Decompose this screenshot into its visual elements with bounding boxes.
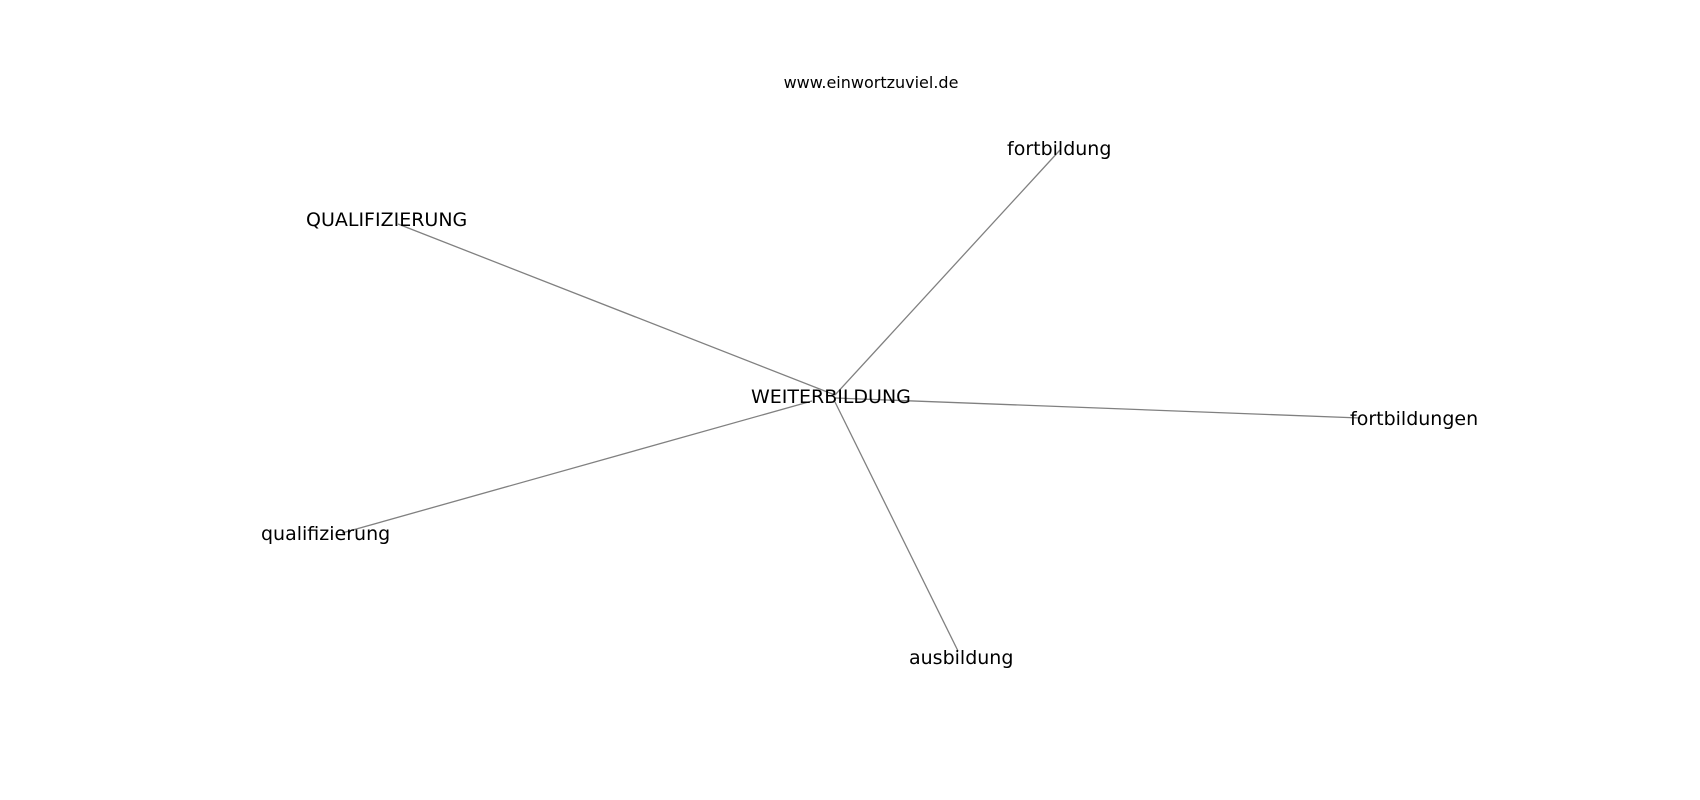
word-node-ausbildung: ausbildung bbox=[909, 647, 1013, 669]
source-watermark: www.einwortzuviel.de bbox=[784, 73, 959, 92]
word-nodes: WEITERBILDUNG fortbildung QUALIFIZIERUNG… bbox=[261, 138, 1478, 669]
center-word-node: WEITERBILDUNG bbox=[751, 386, 911, 408]
edges bbox=[341, 149, 1361, 652]
word-node-qualifizierung-lower: qualifizierung bbox=[261, 523, 390, 545]
edge-qualifizierung-upper bbox=[397, 223, 836, 396]
word-node-fortbildungen: fortbildungen bbox=[1350, 408, 1478, 430]
edge-qualifizierung-lower bbox=[341, 400, 813, 534]
edge-fortbildungen bbox=[834, 397, 1361, 419]
word-node-qualifizierung-upper: QUALIFIZIERUNG bbox=[306, 209, 467, 231]
edge-fortbildung bbox=[834, 149, 1061, 396]
word-node-fortbildung: fortbildung bbox=[1007, 138, 1111, 160]
edge-ausbildung bbox=[834, 401, 959, 652]
